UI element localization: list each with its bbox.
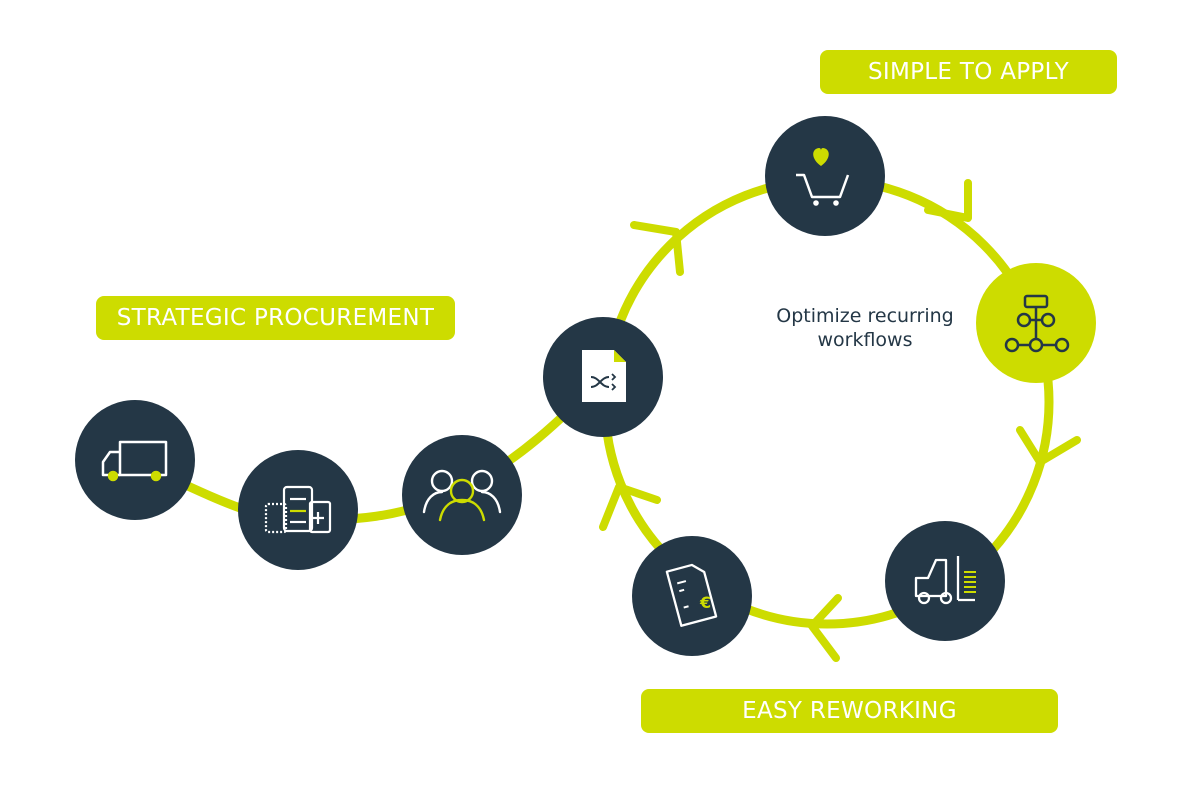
- label-simple-to-apply: SIMPLE TO APPLY: [820, 50, 1117, 94]
- document-shuffle-icon: [582, 350, 626, 402]
- node-documents-compare[interactable]: [238, 450, 358, 570]
- node-shopping-cart[interactable]: [765, 116, 885, 236]
- arrow-chevron-bottom: [808, 594, 842, 662]
- center-caption-line2: workflows: [817, 329, 913, 351]
- node-truck[interactable]: [75, 400, 195, 520]
- arrow-chevron-right: [1016, 426, 1081, 466]
- forklift-icon: [914, 556, 976, 605]
- svg-text:€: €: [699, 593, 711, 612]
- label-strategic-procurement: STRATEGIC PROCUREMENT: [96, 296, 455, 340]
- shopping-cart-heart-icon: [796, 148, 850, 206]
- workflow-hierarchy-icon: [1004, 294, 1070, 353]
- node-forklift[interactable]: [885, 521, 1005, 641]
- arrow-chevron-top-left: [630, 221, 684, 276]
- left-connector-path: [125, 375, 605, 525]
- invoice-euro-icon: €: [665, 563, 718, 627]
- documents-compare-icon: [264, 485, 332, 534]
- people-group-icon: [422, 469, 502, 522]
- loop-arrows: [599, 179, 1081, 662]
- node-document-shuffle[interactable]: [543, 317, 663, 437]
- center-caption: Optimize recurring workflows: [760, 304, 970, 352]
- truck-icon: [101, 440, 168, 482]
- node-people-group[interactable]: [402, 435, 522, 555]
- arrow-chevron-top-right: [924, 179, 972, 222]
- label-easy-reworking: EASY REWORKING: [641, 689, 1058, 733]
- node-invoice[interactable]: €: [632, 536, 752, 656]
- node-workflow[interactable]: [976, 263, 1096, 383]
- arrow-chevron-bottom-left: [599, 483, 661, 531]
- center-caption-line1: Optimize recurring: [776, 305, 954, 327]
